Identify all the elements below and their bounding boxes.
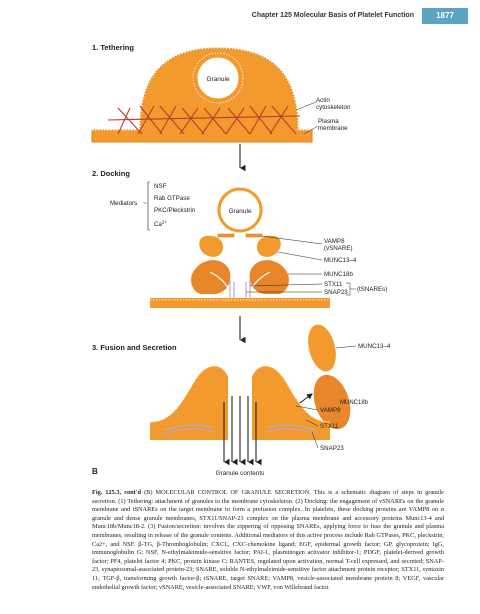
dock-plasma-membrane — [150, 298, 330, 308]
tether-granule — [194, 54, 242, 102]
actin-label: Actin cytoskeleton — [316, 97, 351, 111]
fusion-snap23-label: SNAP23 — [320, 445, 344, 452]
tsnares-label: (tSNAREs) — [357, 286, 387, 293]
docking-panel: Mediators ~ NSF Rab GTPase PKC/Pleckstri… — [110, 181, 387, 308]
tethering-panel: Granule Actin cytoskeleton Plasma membra… — [91, 47, 351, 143]
granule-contents-label: Granule contents — [216, 470, 265, 477]
munc13-blob-left — [199, 235, 224, 257]
mediators-label: Mediators — [110, 200, 137, 207]
fusion-title: 3. Fusion and Secretion — [92, 343, 177, 352]
caption-text: (B) MOLECULAR CONTROL OF GRANULE SECRETI… — [92, 489, 444, 591]
dock-granule-label: Granule — [228, 208, 252, 215]
munc13-blob-right — [256, 235, 281, 257]
munc18-blob-left — [191, 260, 231, 294]
tethering-title: 1. Tethering — [92, 43, 134, 52]
mediator-pkc: PKC/Pleckstrin — [154, 207, 196, 214]
dock-stx11-label: STX11 — [324, 281, 343, 288]
dock-munc18-label: MUNC18b — [324, 271, 353, 278]
fusion-munc18-label: MUNC18b — [340, 400, 369, 406]
mediator-rab: Rab GTPase — [154, 195, 190, 202]
plasma-membrane-label: Plasma membrane — [318, 118, 348, 132]
fusion-munc13-blob — [308, 324, 336, 372]
panel-letter: B — [92, 467, 98, 476]
mediator-ca: Ca2+ — [154, 220, 167, 229]
chapter-title: Chapter 125 Molecular Basis of Platelet … — [251, 12, 414, 19]
dock-munc13-label: MUNC13–4 — [324, 257, 357, 264]
fusion-stx11-label: STX11 — [320, 423, 339, 430]
dock-snap23-label: SNAP23 — [324, 289, 348, 296]
dock-granule — [217, 187, 263, 233]
figure-caption: Fig. 125.3, cont'd (B) MOLECULAR CONTROL… — [92, 489, 444, 592]
tether-granule-label: Granule — [206, 76, 230, 83]
fusion-vamp8-label: VAMP8 — [320, 407, 341, 414]
page-header: Chapter 125 Molecular Basis of Platelet … — [0, 0, 480, 26]
actin-cytoskeleton — [107, 105, 301, 135]
vamp8-vsnare-label: VAMP8 (vSNARE) — [324, 238, 353, 252]
mediator-nsf: NSF — [154, 183, 167, 190]
fusion-munc18-blob — [313, 374, 351, 430]
docking-title: 2. Docking — [92, 169, 130, 178]
fusion-panel: MUNC13–4 MUNC18b VAMP8 — [149, 324, 391, 477]
fusion-munc13-label: MUNC13–4 — [358, 343, 391, 350]
svg-text:~: ~ — [143, 200, 147, 207]
granule-secretion-figure: 1. Tethering Granule Actin cytoskeleton — [91, 43, 391, 477]
page-number: 1877 — [422, 8, 468, 24]
munc18-blob-right — [249, 260, 289, 294]
caption-label: Fig. 125.3, cont'd — [92, 489, 141, 496]
